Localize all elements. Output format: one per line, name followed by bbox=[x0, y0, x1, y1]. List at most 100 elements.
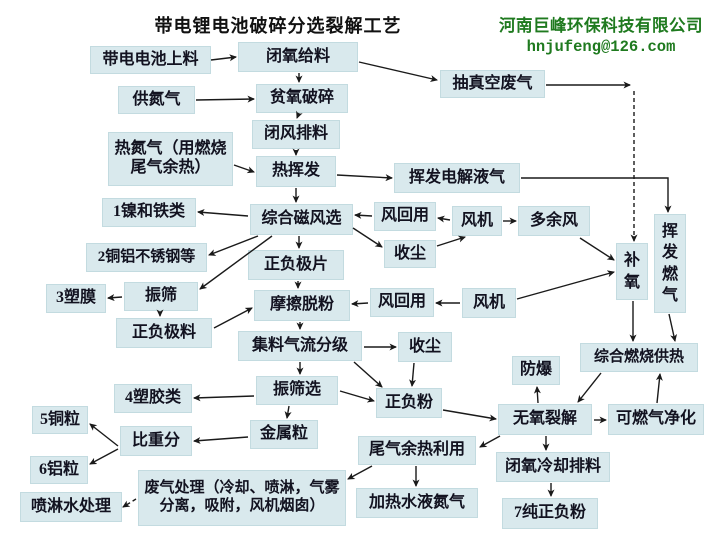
node-label: 金属粒 bbox=[259, 425, 308, 443]
flow-arrow bbox=[122, 498, 137, 508]
node-fan-2: 风机 bbox=[462, 288, 516, 318]
node-label: 比重分 bbox=[131, 431, 180, 449]
node-thermal: 热挥发 bbox=[256, 156, 336, 187]
node-label: 2铜铝不锈钢等 bbox=[97, 248, 196, 265]
node-label: 尾气余热利用 bbox=[368, 441, 465, 459]
node-label: 多余风 bbox=[529, 211, 578, 229]
flow-arrow bbox=[437, 215, 451, 223]
flow-arrow bbox=[358, 61, 438, 82]
node-label: 7纯正负粉 bbox=[513, 504, 586, 522]
flow-arrow bbox=[436, 235, 466, 247]
node-dust-2: 收尘 bbox=[398, 332, 452, 362]
node-label: 闭氧给料 bbox=[265, 47, 330, 65]
node-lean-crush: 贫氧破碎 bbox=[256, 84, 348, 113]
node-plastics: 4塑胶类 bbox=[114, 384, 192, 413]
node-label: 正负极料 bbox=[131, 323, 196, 341]
flow-arrow bbox=[233, 164, 255, 174]
node-nitrogen: 供氮气 bbox=[118, 86, 195, 114]
node-label: 防爆 bbox=[519, 361, 552, 379]
flow-arrow bbox=[193, 394, 255, 402]
node-metal-gran: 金属粒 bbox=[250, 420, 318, 449]
flow-arrow bbox=[533, 386, 541, 404]
flow-arrow bbox=[210, 54, 237, 62]
node-label: 正负极片 bbox=[263, 255, 328, 273]
node-label: 抽真空废气 bbox=[452, 74, 533, 92]
node-label: 综合燃烧供热 bbox=[593, 348, 684, 365]
node-label: 收尘 bbox=[408, 337, 441, 355]
node-feed: 带电电池上料 bbox=[90, 46, 211, 74]
node-label: 3塑膜 bbox=[55, 289, 96, 307]
node-label: 正负粉 bbox=[384, 393, 433, 411]
node-hot-nitrogen: 热氮气（用燃烧尾气余热） bbox=[108, 132, 233, 186]
flow-arrow bbox=[655, 373, 663, 404]
node-sheets: 正负极片 bbox=[248, 250, 344, 280]
node-label: 可燃气净化 bbox=[615, 410, 696, 428]
company-block: 河南巨峰环保科技有限公司 hnjufeng@126.com bbox=[490, 12, 712, 56]
node-label: 贫氧破碎 bbox=[269, 89, 334, 107]
diagram-title: 带电锂电池破碎分选裂解工艺 bbox=[154, 16, 402, 36]
node-label: 闭风排料 bbox=[263, 125, 328, 143]
flow-arrow bbox=[284, 405, 292, 419]
node-label: 集料气流分级 bbox=[251, 336, 348, 354]
node-gas-purify: 可燃气净化 bbox=[608, 404, 704, 435]
node-vacuum: 抽真空废气 bbox=[440, 70, 545, 98]
node-electrode-mat: 正负极料 bbox=[116, 318, 212, 348]
company-name: 河南巨峰环保科技有限公司 bbox=[499, 16, 703, 35]
node-label: 风机 bbox=[460, 211, 493, 229]
node-label: 风回用 bbox=[377, 293, 426, 311]
node-gravity-sort: 比重分 bbox=[120, 426, 192, 456]
flow-arrow bbox=[351, 300, 369, 308]
node-label: 摩擦脱粉 bbox=[269, 296, 334, 314]
node-aluminum: 6铝粒 bbox=[30, 456, 88, 484]
flow-arrow bbox=[442, 409, 497, 422]
node-classify: 集料气流分级 bbox=[238, 331, 362, 361]
flow-arrow bbox=[213, 307, 253, 329]
node-label: 振筛 bbox=[144, 287, 177, 305]
node-label: 风机 bbox=[472, 293, 505, 311]
node-label: 补氧 bbox=[623, 252, 640, 291]
node-cool-discharge: 闭氧冷却排料 bbox=[496, 452, 610, 482]
flow-arrow bbox=[336, 174, 393, 182]
node-label: 挥发电解液气 bbox=[408, 168, 505, 186]
node-label: 收尘 bbox=[393, 244, 426, 262]
flow-arrow bbox=[89, 448, 119, 465]
flow-arrow bbox=[354, 211, 373, 219]
node-heat-water: 加热水液氮气 bbox=[356, 488, 478, 518]
company-email: hnjufeng@126.com bbox=[526, 38, 676, 56]
node-label: 带电电池上料 bbox=[102, 50, 199, 68]
flow-arrow bbox=[668, 313, 678, 342]
flow-arrow bbox=[353, 361, 383, 388]
flow-arrow bbox=[516, 270, 615, 300]
flow-arrow bbox=[107, 294, 123, 302]
node-spray-water: 喷淋水处理 bbox=[20, 492, 122, 522]
node-label: 1镍和铁类 bbox=[112, 203, 185, 221]
node-label: 热挥发 bbox=[271, 162, 320, 180]
node-label: 加热水液氮气 bbox=[368, 493, 465, 511]
node-label: 5铜粒 bbox=[39, 410, 80, 428]
node-label: 喷淋水处理 bbox=[30, 497, 111, 515]
node-waste-gas: 废气处理（冷却、喷淋，气雾分离，吸附，风机烟囱） bbox=[138, 470, 346, 526]
flow-arrow bbox=[89, 423, 119, 447]
node-screen-sort: 振筛选 bbox=[256, 376, 338, 405]
node-electrolyte: 挥发电解液气 bbox=[394, 163, 520, 193]
node-combustion: 综合燃烧供热 bbox=[580, 343, 698, 372]
node-label: 热氮气（用燃烧尾气余热） bbox=[114, 140, 227, 176]
node-label: 供氮气 bbox=[132, 90, 181, 108]
flow-arrow bbox=[347, 465, 373, 480]
flow-arrow bbox=[193, 436, 249, 445]
flow-arrow bbox=[409, 362, 417, 387]
node-electrode-powder: 正负粉 bbox=[376, 388, 442, 418]
node-exp-proof: 防爆 bbox=[512, 356, 560, 385]
node-film: 3塑膜 bbox=[46, 284, 106, 313]
node-label: 风回用 bbox=[380, 207, 429, 225]
node-excess-wind: 多余风 bbox=[518, 206, 590, 236]
node-label: 无氧裂解 bbox=[512, 410, 577, 428]
node-label: 挥发燃气 bbox=[661, 222, 678, 304]
flow-arrow bbox=[577, 372, 602, 403]
node-air-discharge: 闭风排料 bbox=[252, 120, 340, 149]
flow-arrow bbox=[197, 209, 249, 217]
node-friction: 摩擦脱粉 bbox=[254, 290, 350, 321]
node-dust-1: 收尘 bbox=[384, 240, 436, 268]
node-label: 振筛选 bbox=[272, 381, 321, 399]
